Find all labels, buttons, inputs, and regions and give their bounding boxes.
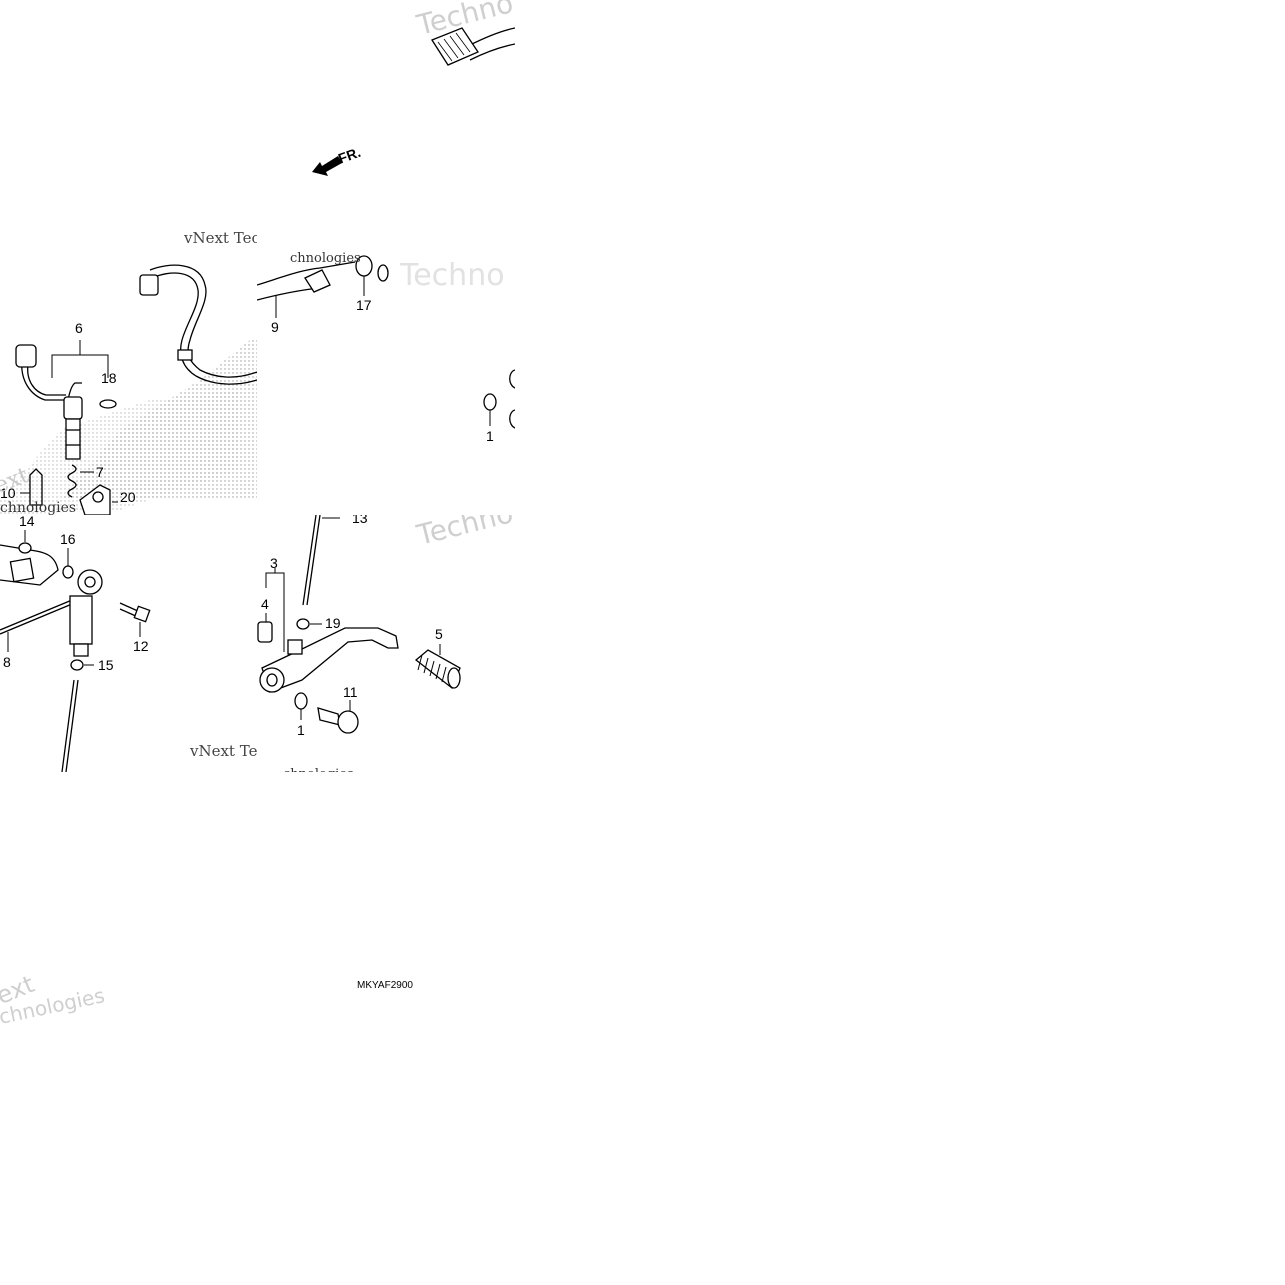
clevis-eye [77,569,103,595]
watermark-brand-bottom: vNext Tec [189,742,266,760]
brake-hose [149,264,257,378]
callout-1: 1 [297,722,305,738]
o-ring-1-top [483,393,497,411]
callout-16: 16 [60,531,76,547]
watermark-technologies: chnologies [0,500,76,516]
callout-19: 19 [325,615,341,631]
nut-15 [70,659,84,671]
watermark-technologies-top: chnologies [290,251,361,266]
callout-4: 4 [261,596,269,612]
rod-13 [61,679,75,772]
callout-5: 5 [435,626,443,642]
callout-13: 13 [352,510,368,526]
diagram-code: MKYAF2900 [357,980,413,991]
spring [67,464,77,498]
callout-17: 17 [356,297,372,313]
callout-20: 20 [120,489,136,505]
adjuster-4 [257,621,273,643]
front-arrow [312,156,342,176]
callout-10: 10 [0,485,16,501]
o-ring-upper [377,264,389,282]
hose-connector [15,344,37,368]
tile-bottom-left: 14 16 12 15 8 vNext Tec [0,513,266,772]
watermark-brand-faded: Techno [399,258,505,293]
pedal-arm-top [469,27,515,46]
shift-pedal [261,627,399,693]
bolt [242,270,252,277]
callout-21: 21 [213,268,229,284]
callout-6: 6 [75,320,83,336]
callout-14: 14 [19,513,35,529]
frame-shading-lower [0,390,240,515]
bracket [79,484,111,515]
callout-2: 2 [235,311,243,327]
callout-18: 18 [101,370,117,386]
callout-9: 9 [271,319,279,335]
callout-3: 3 [270,555,278,571]
tile-top-right: FR. Techno 21 2 9 17 1 chnologies Techno [213,0,515,444]
master-cylinder-body [63,396,83,420]
pedal-rubber-top [431,27,479,66]
watermark-techno-bottom: Techno [413,496,517,552]
callout-12: 12 [133,638,149,654]
callout-15: 15 [98,657,114,673]
pivot-bolt-11 [317,707,341,726]
front-label: FR. [336,144,363,167]
o-ring-1 [294,692,308,710]
callout-1-top: 1 [486,428,494,444]
nut-19 [296,618,310,630]
watermark-technologies-bottom: chnologies [283,767,354,782]
pushrod [0,599,73,631]
rod-13-upper [302,515,317,606]
pivot-block [9,557,35,583]
callout-11: 11 [343,684,358,700]
brake-lever [257,261,356,286]
callout-7: 7 [96,464,104,480]
tile-bottom-right: 13 3 4 19 5 11 1 Techno chnologies [257,496,517,782]
o-ring [99,399,117,409]
watermark-brand: vNext Tec [183,229,260,247]
tile-top-left: 6 18 7 10 20 vNext Tec ext chnologies [0,229,260,516]
callout-8: 8 [3,654,11,670]
